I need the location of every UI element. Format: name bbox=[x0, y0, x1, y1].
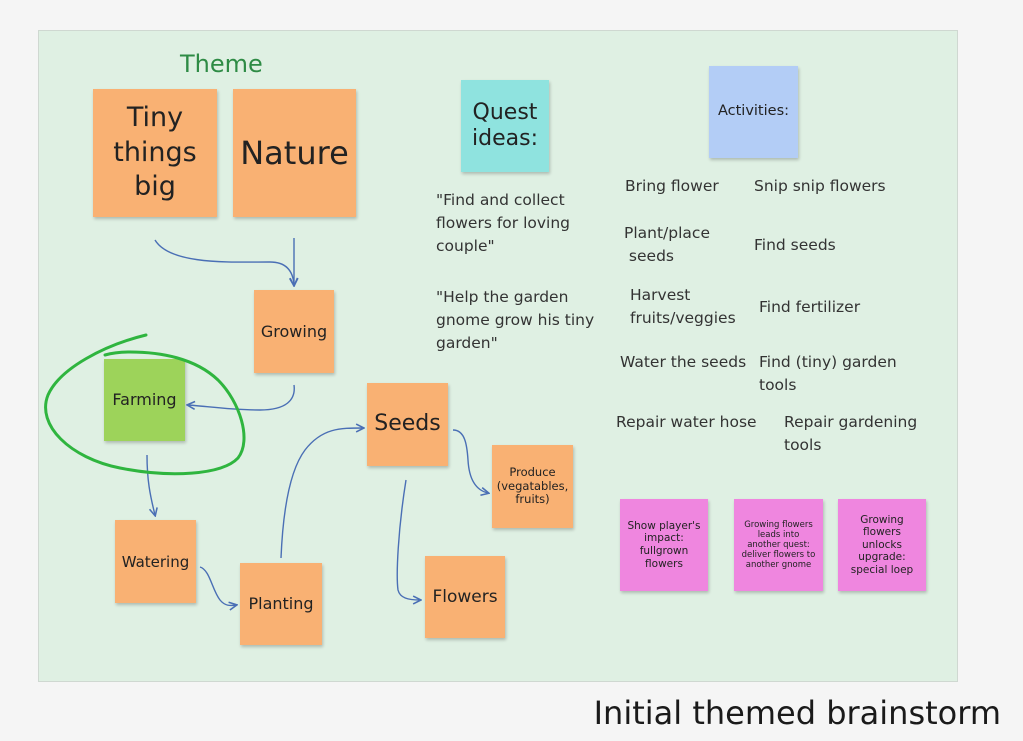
note-tiny-things-big[interactable]: Tiny things big bbox=[93, 89, 217, 217]
activity-item: Repair gardening tools bbox=[784, 413, 918, 454]
activity-item: Find seeds bbox=[754, 236, 836, 254]
note-growing[interactable]: Growing bbox=[254, 290, 334, 373]
activity-item: Harvest fruits/veggies bbox=[630, 286, 736, 327]
activity-item: Plant/place seeds bbox=[624, 224, 710, 265]
quest-idea-2: "Help the garden gnome grow his tiny gar… bbox=[436, 288, 595, 352]
note-upgrade[interactable]: Growing flowers unlocks upgrade: special… bbox=[838, 499, 926, 591]
activity-item: Find (tiny) garden tools bbox=[759, 353, 897, 394]
quest-idea-1: "Find and collect flowers for loving cou… bbox=[436, 191, 571, 255]
activity-item: Water the seeds bbox=[620, 353, 747, 371]
note-farming[interactable]: Farming bbox=[104, 359, 185, 441]
note-flowers[interactable]: Flowers bbox=[425, 556, 505, 638]
note-quest-ideas[interactable]: Quest ideas: bbox=[461, 80, 549, 172]
activity-item: Find fertilizer bbox=[759, 298, 861, 316]
note-player-impact[interactable]: Show player's impact: fullgrown flowers bbox=[620, 499, 708, 591]
caption: Initial themed brainstorm bbox=[593, 694, 1001, 732]
activity-item: Repair water hose bbox=[616, 413, 757, 431]
note-seeds[interactable]: Seeds bbox=[367, 383, 448, 466]
note-another-quest[interactable]: Growing flowers leads into another quest… bbox=[734, 499, 823, 591]
note-activities[interactable]: Activities: bbox=[709, 66, 798, 158]
note-watering[interactable]: Watering bbox=[115, 520, 196, 603]
note-nature[interactable]: Nature bbox=[233, 89, 356, 217]
note-planting[interactable]: Planting bbox=[240, 563, 322, 645]
note-produce[interactable]: Produce (vegatables, fruits) bbox=[492, 445, 573, 528]
theme-title: Theme bbox=[180, 50, 263, 78]
activity-item: Snip snip flowers bbox=[754, 177, 886, 195]
activity-item: Bring flower bbox=[625, 177, 719, 195]
